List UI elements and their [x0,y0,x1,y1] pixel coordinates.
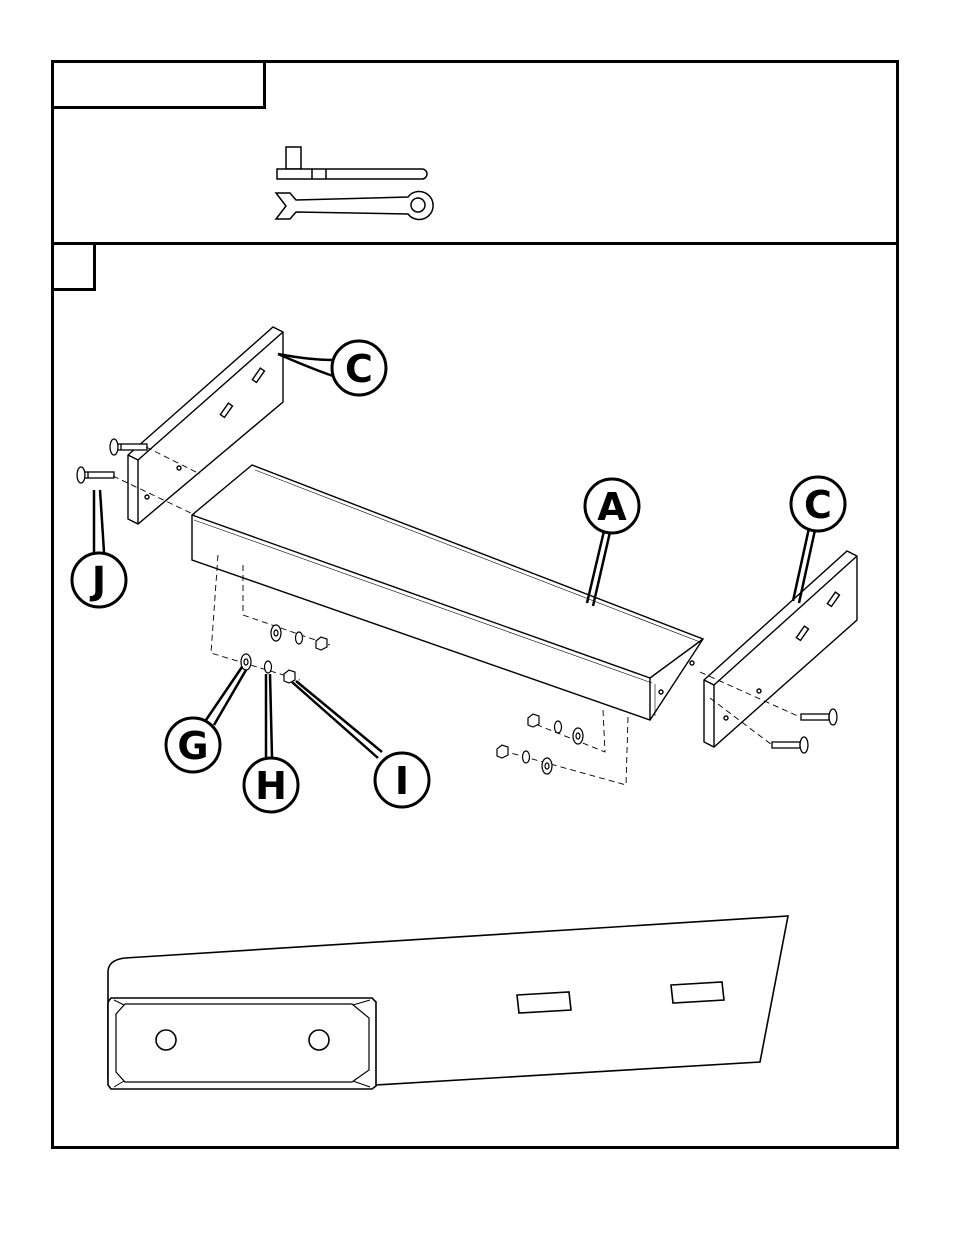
callout-a-label: A [597,485,627,529]
callout-g: G [166,718,220,772]
lock-washer-h [265,661,272,673]
callout-i-label: I [395,759,409,803]
socket-wrench-icon [277,147,427,179]
callout-c-left-label: C [345,347,373,391]
hardware-upper-left [271,625,327,650]
callout-a: A [585,479,639,533]
hardware-right-lower [497,745,552,774]
bolt-right-upper [801,709,837,725]
combination-wrench-icon [276,191,433,219]
callout-g-label: G [177,724,208,768]
bolt-j-lower [77,467,114,483]
callout-c-right: C [791,477,845,531]
callout-c-right-label: C [804,483,832,527]
nut-i [284,670,295,683]
callout-j: J [72,553,126,607]
hardware-right-upper [528,714,583,744]
callout-c-left: C [332,341,386,395]
callout-j-label: J [89,559,106,603]
callout-i: I [375,753,429,807]
callout-h-label: H [255,764,287,808]
bolt-right-lower [772,737,808,753]
detail-view [108,916,788,1089]
callout-h: H [244,758,298,812]
